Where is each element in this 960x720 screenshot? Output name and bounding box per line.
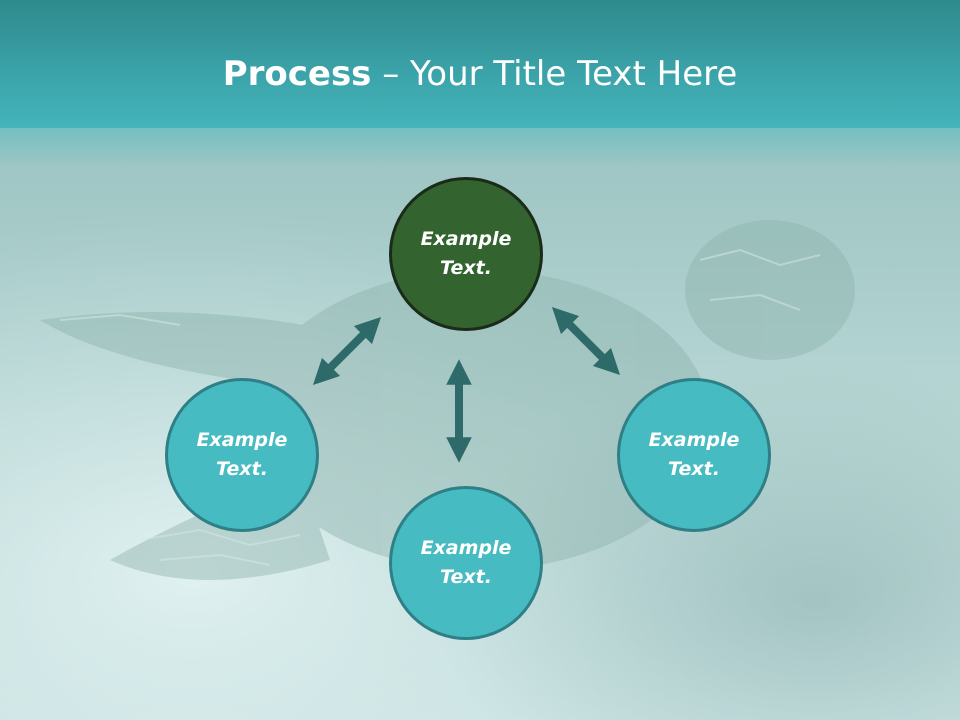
node-right-label: Example Text.	[648, 429, 740, 480]
node-bottom-label: Example Text.	[420, 537, 512, 588]
title-rest: – Your Title Text Here	[371, 54, 738, 94]
process-node-top: Example Text.	[389, 177, 543, 331]
title-bar	[0, 0, 960, 128]
title-bold: Process	[222, 54, 372, 94]
title-bar-fade	[0, 128, 960, 168]
slide-title: Process – Your Title Text Here	[0, 52, 960, 96]
node-left-label: Example Text.	[196, 429, 288, 480]
process-node-right: Example Text.	[617, 378, 771, 532]
arrow-top-left	[312, 316, 382, 386]
process-node-bottom: Example Text.	[389, 486, 543, 640]
node-top-label: Example Text.	[420, 228, 512, 279]
process-node-left: Example Text.	[165, 378, 319, 532]
arrow-top-right	[551, 306, 621, 376]
